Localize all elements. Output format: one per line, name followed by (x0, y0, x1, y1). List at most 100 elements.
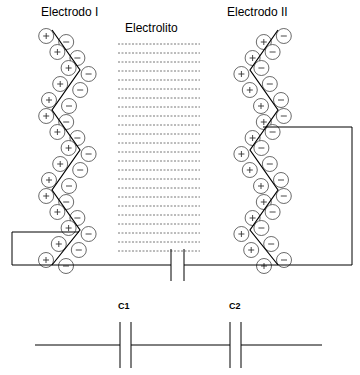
charge-circle (254, 221, 269, 236)
negative-charge (62, 99, 77, 114)
charge-sign (74, 218, 80, 219)
charge-circle (276, 29, 291, 44)
charge-sign (238, 71, 244, 77)
charge-sign (86, 234, 92, 235)
charge-sign (278, 180, 284, 181)
positive-charge (234, 67, 249, 82)
negative-charge (73, 163, 88, 178)
electrolyte-dash (118, 89, 200, 90)
charge-sign (258, 103, 264, 109)
charge-sign (54, 209, 60, 215)
charge-sign (54, 49, 60, 55)
positive-charge (242, 83, 257, 98)
charge-sign (86, 154, 92, 155)
electrolyte-dash (118, 53, 200, 54)
positive-charge (50, 125, 65, 140)
electrolyte-dash (118, 233, 200, 234)
electrolyte-dash (118, 134, 200, 135)
electrolyte-dash (118, 206, 200, 207)
charge-circle (73, 83, 88, 98)
electrolyte-dash (118, 71, 200, 72)
charge-circle (254, 179, 269, 194)
wire (184, 127, 352, 265)
capacitor-label: C1 (117, 302, 131, 312)
charge-sign (46, 177, 52, 183)
charge-circle (61, 61, 76, 76)
charge-sign (86, 74, 92, 75)
negative-charge (81, 227, 96, 242)
charge-circle (61, 221, 76, 236)
positive-charge (61, 141, 76, 156)
positive-charge (257, 259, 272, 274)
wire (12, 232, 171, 265)
electrolyte-dash (118, 242, 200, 243)
charge-sign (258, 228, 264, 229)
electrolyte-dash (118, 125, 200, 126)
charge-sign (281, 36, 287, 37)
charge-sign (258, 68, 264, 69)
charge-sign (270, 212, 276, 213)
positive-charge (234, 147, 249, 162)
charge-sign (63, 42, 69, 43)
positive-charge (39, 109, 54, 124)
charge-sign (66, 65, 72, 71)
electrodes (52, 30, 278, 265)
negative-charge (254, 221, 269, 236)
negative-charge (71, 243, 86, 258)
charge-circle (276, 109, 291, 124)
charge-sign (66, 225, 72, 231)
electrolyte-dash (118, 215, 200, 216)
negative-charge (254, 61, 269, 76)
electrolyte-label: Electrolito (124, 22, 179, 35)
charge-circle (265, 205, 280, 220)
electrolyte-dash (118, 179, 200, 180)
positive-charge (39, 189, 54, 204)
charge-circle (276, 189, 291, 204)
electrolyte-dash (118, 188, 200, 189)
positive-charge (234, 227, 249, 242)
charge-circle (254, 61, 269, 76)
charge-sign (74, 58, 80, 59)
charge-circle (254, 141, 269, 156)
charge-circle (39, 29, 54, 44)
charge-circle (262, 77, 277, 92)
positive-charge (53, 77, 68, 92)
charge-sign (261, 39, 267, 45)
negative-charge (262, 157, 277, 172)
charge-circle (234, 227, 249, 242)
charge-circle (71, 243, 86, 258)
charge-sign (258, 148, 264, 149)
capacitor-plate (184, 249, 185, 281)
charge-circle (242, 83, 257, 98)
charge-sign (43, 113, 49, 119)
electrolyte-dash (118, 251, 200, 252)
negative-charge (62, 179, 77, 194)
negative-charge (254, 141, 269, 156)
electrolyte-dash (118, 62, 200, 63)
charge-sign (66, 186, 72, 187)
charge-circle (42, 93, 57, 108)
charge-circle (73, 163, 88, 178)
charge-circle (274, 173, 289, 188)
positive-charge (50, 205, 65, 220)
charge-circle (62, 99, 77, 114)
negative-charge (276, 29, 291, 44)
negative-charge (276, 109, 291, 124)
charge-circle (53, 157, 68, 172)
electrode-label: Electrodo I (40, 6, 99, 19)
charge-circle (274, 93, 289, 108)
charge-sign (57, 81, 63, 87)
charge-circle (62, 179, 77, 194)
charge-sign (74, 138, 80, 139)
negative-charge (265, 205, 280, 220)
charge-sign (56, 241, 62, 247)
charge-sign (63, 202, 69, 203)
charge-sign (270, 52, 276, 53)
charge-circle (81, 147, 96, 162)
charge-sign (238, 231, 244, 237)
charge-circle (244, 243, 259, 258)
positive-charge (50, 45, 65, 60)
charge-sign (250, 135, 256, 141)
positive-charge (61, 221, 76, 236)
charge-circle (50, 45, 65, 60)
